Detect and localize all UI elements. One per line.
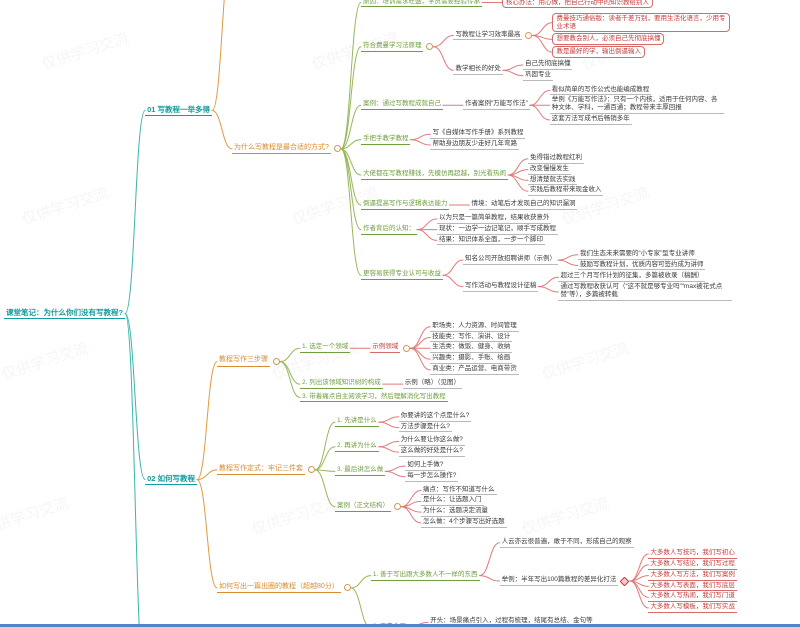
canvas-bottom-edge: [0, 624, 800, 627]
subtopic[interactable]: 1. 先讲是什么: [335, 417, 379, 428]
subtopic[interactable]: 生活类：做饭、健身、收纳: [430, 343, 513, 354]
subtopic[interactable]: 我们生态未来需要的“小专家”型专业讲师: [577, 250, 697, 260]
subtopic[interactable]: 示例（略）（见图）: [402, 379, 463, 390]
subtopic[interactable]: 写教程让学习效率最高: [453, 31, 523, 41]
subtopic[interactable]: 示例领域: [370, 343, 401, 354]
collapse-toggle-icon[interactable]: [403, 344, 411, 352]
collapse-toggle-icon[interactable]: [343, 584, 351, 592]
collapse-toggle-icon[interactable]: [394, 503, 402, 511]
subtopic[interactable]: 费曼技巧通俗版：读者千差万别，要用生活化语言，少用专业术语: [552, 12, 731, 33]
subtopic[interactable]: 教是最好的学，输出倒逼输入: [552, 46, 645, 59]
subtopic[interactable]: 是什么：让选题入门: [421, 496, 484, 507]
subtopic[interactable]: 举例：半年写出100篇教程的差异化打法: [499, 576, 619, 586]
subtopic[interactable]: 技能类：写作、演讲、设计: [430, 333, 513, 343]
subtopic[interactable]: 举例《万能写作法》：只有一个内核，适用于任何内容、各种文体、学科，一通百通；教程…: [549, 96, 724, 115]
root-topic[interactable]: 课堂笔记：为什么你们没有写教程?: [4, 308, 126, 319]
subtopic[interactable]: 商业类：产品运营、电商带货: [430, 365, 519, 375]
subtopic[interactable]: 1. 选定一个领域: [300, 343, 351, 354]
subtopic[interactable]: 大多数人写方法，我们写案例: [648, 571, 737, 581]
subtopic[interactable]: 改变慢慢发生: [527, 165, 571, 175]
subtopic[interactable]: 教程写作三步骤: [217, 356, 271, 367]
collapse-toggle-icon[interactable]: [273, 358, 281, 366]
subtopic[interactable]: 你要讲的这个点是什么?: [398, 412, 472, 422]
subtopic[interactable]: 实践后教程带来现金收入: [527, 186, 604, 197]
subtopic[interactable]: 怎么做：4个步骤写出好选题: [421, 518, 507, 528]
subtopic[interactable]: 兴趣类：摄影、手账、绘画: [430, 354, 513, 364]
subtopic[interactable]: 如何上手做?: [405, 461, 446, 471]
subtopic[interactable]: 大多数人写技巧，我们写初心: [648, 549, 737, 559]
subtopic[interactable]: 符合费曼学习法原理: [360, 42, 424, 52]
subtopic[interactable]: 想清楚就去实践: [527, 176, 578, 186]
subtopic[interactable]: 想要教会别人，必须自己先彻底搞懂: [552, 33, 665, 46]
subtopic[interactable]: 鼓励写教程计划，优质内容可签约成为讲师: [577, 261, 706, 271]
subtopic[interactable]: 案例：通过写教程成就自己: [360, 100, 443, 111]
subtopic[interactable]: 结果：知识体系全面，一步一个脚印: [436, 236, 545, 246]
subtopic[interactable]: 3. 最后讲怎么做: [335, 466, 386, 477]
collapse-toggle-icon[interactable]: [308, 466, 316, 474]
subtopic[interactable]: 每一步怎么操作?: [405, 472, 459, 482]
subtopic[interactable]: 这套方法写成书后畅销多年: [549, 115, 632, 125]
subtopic[interactable]: 作者案例“万能写作法”: [462, 100, 530, 111]
collapse-toggle-icon[interactable]: [426, 43, 434, 51]
subtopic[interactable]: 3. 带着痛点自主阅读学习，然后理解消化写出教程: [300, 393, 448, 403]
subtopic[interactable]: 痛点：写作不知道写什么: [421, 486, 497, 496]
subtopic[interactable]: 大佬都在写教程赚钱，先模仿再超越，别光看热闹: [360, 170, 508, 180]
subtopic[interactable]: 大多数人写模板，我们写实战: [648, 603, 737, 613]
subtopic[interactable]: 倒逼提高写作与逻辑表达能力: [360, 200, 450, 210]
subtopic[interactable]: 更容易获得专业认可与收益: [360, 270, 443, 281]
subtopic[interactable]: 为什么写教程是最合适的方式?: [232, 144, 331, 155]
collapse-toggle-icon[interactable]: [525, 31, 533, 39]
subtopic[interactable]: 手把手教学教程: [360, 135, 411, 145]
subtopic[interactable]: 现状：一边学一边记笔记，顺手写成教程: [436, 225, 558, 235]
subtopic[interactable]: 2. 列出该领域知识树的构成: [300, 379, 383, 390]
subtopic[interactable]: 作者背后的认知：: [360, 225, 417, 235]
subtopic[interactable]: 写《自媒体写作手册》系列教程: [430, 129, 526, 140]
subtopic[interactable]: 知名公司开放招聘讲师（示例）: [462, 255, 558, 265]
subtopic[interactable]: 写作活动与教程设计征稿: [462, 282, 539, 292]
subtopic[interactable]: 原因：培训需求旺盛，学员需要经验传承: [360, 0, 482, 8]
subtopic[interactable]: 大多数人写表面，我们写底层: [648, 582, 737, 592]
subtopic[interactable]: 免得错过教程红利: [527, 154, 584, 164]
subtopic[interactable]: 情境：动笔后才发现自己的知识漏洞: [469, 200, 578, 210]
subtopic[interactable]: 这么做的好处是什么?: [398, 447, 465, 458]
subtopic[interactable]: 看似简单的写作公式也能编成教程: [549, 86, 652, 96]
branch-01[interactable]: 01 写教程一举多得: [145, 105, 213, 117]
subtopic[interactable]: 教学相长的好处: [453, 65, 503, 76]
subtopic[interactable]: 为什么：选题决定流量: [421, 507, 491, 518]
subtopic[interactable]: 方法步骤是什么?: [398, 423, 452, 433]
subtopic[interactable]: 如何写出一篇出圈的教程（超越80分）: [217, 583, 341, 594]
subtopic[interactable]: 教程写作定式：牢记三件套: [217, 465, 306, 476]
subtopic[interactable]: 为什么要让你这么做?: [398, 436, 465, 447]
subtopic[interactable]: 巩固专业: [522, 71, 553, 81]
subtopic[interactable]: 核心办法：用心做，把自己行动中的知识教给别人: [501, 0, 653, 9]
hub-marker-icon[interactable]: [619, 576, 630, 586]
subtopic[interactable]: 自己先彻底搞懂: [522, 60, 573, 70]
collapse-toggle-icon[interactable]: [333, 145, 341, 153]
subtopic[interactable]: 大多数人写热闹，我们写门道: [648, 592, 737, 603]
subtopic[interactable]: 通过写教程收获认可（“这不就是够专业吗”“max被花式点赞”等），多篇被转载: [558, 283, 733, 301]
subtopic[interactable]: 人云亦云很普遍，敢于不同，形成自己的观察: [499, 538, 634, 548]
subtopic[interactable]: 1. 善于写出跟大多数人不一样的东西: [370, 571, 480, 581]
branch-02[interactable]: 02 如何写教程: [145, 474, 198, 486]
subtopic[interactable]: 以为只是一篇简单教程，结果收获意外: [436, 214, 552, 224]
subtopic[interactable]: 案例（正文结构）: [335, 502, 392, 512]
subtopic[interactable]: 大多数人写结论，我们写过程: [648, 560, 737, 570]
subtopic[interactable]: 职场类：人力资源、时间管理: [430, 322, 519, 332]
subtopic[interactable]: 超过三个月写作计划的征集，多篇被收录（稿酬）: [558, 272, 706, 283]
subtopic[interactable]: 2. 再讲为什么: [335, 442, 379, 452]
subtopic[interactable]: 帮助身边朋友少走好几年弯路: [430, 140, 519, 150]
mindmap: 课堂笔记：为什么你们没有写教程?01 写教程一举多得写作痛点与顾虑大多数人写公众…: [4, 0, 737, 627]
